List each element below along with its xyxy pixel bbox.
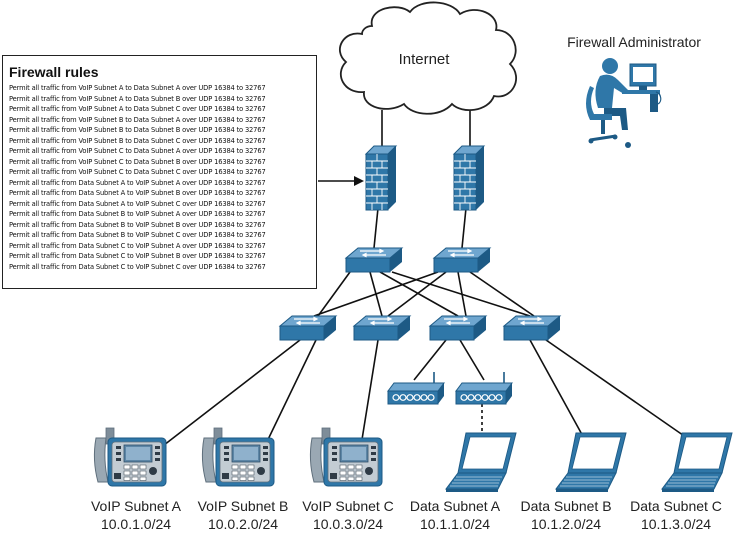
link-dist4-laptop-b (529, 339, 586, 441)
link-fw1-core1 (373, 207, 379, 249)
ip-phone-b-icon (201, 427, 275, 487)
internet-cloud-icon: Internet (339, 1, 517, 115)
subnet-network-voip-a: 10.0.1.0/24 (101, 516, 171, 532)
core-switch-1-icon (345, 247, 403, 273)
firewall-rule: Permit all traffic from Data Subnet B to… (9, 210, 266, 218)
link-fw2-core2 (461, 207, 467, 249)
firewall-2-icon (453, 145, 485, 211)
subnet-network-voip-c: 10.0.3.0/24 (313, 516, 383, 532)
link-dist1-phone-b (261, 339, 317, 453)
firewall-rule: Permit all traffic from VoIP Subnet A to… (9, 84, 266, 92)
internet-label: Internet (399, 51, 451, 68)
link-core2-dist4 (469, 271, 535, 317)
firewall-rule: Permit all traffic from Data Subnet C to… (9, 252, 266, 260)
laptop-a-icon (445, 432, 517, 493)
firewall-rule: Permit all traffic from VoIP Subnet B to… (9, 126, 266, 134)
link-dist3-ap2 (459, 339, 485, 381)
access-switch-4-icon (503, 315, 561, 341)
subnet-network-data-c: 10.1.3.0/24 (641, 516, 711, 532)
access-switch-1-icon (279, 315, 337, 341)
ip-phone-c-icon (309, 427, 383, 487)
link-dist3-ap1 (413, 339, 447, 381)
administrator-label: Firewall Administrator (567, 34, 701, 50)
link-core2-dist2 (387, 271, 447, 317)
wireless-ap-2-icon (455, 372, 513, 405)
subnet-network-voip-b: 10.0.2.0/24 (208, 516, 278, 532)
link-dist2-phone-c (359, 339, 379, 453)
link-core2-dist1 (313, 271, 439, 317)
laptop-c-icon (661, 432, 733, 493)
firewall-rule: Permit all traffic from Data Subnet C to… (9, 241, 266, 250)
firewall-rule: Permit all traffic from VoIP Subnet A to… (9, 105, 266, 113)
firewall-rule: Permit all traffic from Data Subnet A to… (9, 199, 266, 208)
subnet-label-voip-c: VoIP Subnet C (302, 498, 394, 514)
firewall-rule: Permit all traffic from VoIP Subnet C to… (9, 168, 266, 176)
link-core2-dist3 (457, 271, 467, 317)
firewall-rule: Permit all traffic from Data Subnet A to… (9, 189, 266, 197)
subnet-labels: VoIP Subnet A 10.0.1.0/24 VoIP Subnet B … (91, 498, 722, 532)
firewall-rule: Permit all traffic from Data Subnet A to… (9, 178, 266, 187)
subnet-label-voip-a: VoIP Subnet A (91, 498, 182, 514)
firewall-rules-box: Firewall rules Permit all traffic from V… (2, 55, 317, 289)
access-switch-3-icon (429, 315, 487, 341)
subnet-network-data-a: 10.1.1.0/24 (420, 516, 490, 532)
administrator-workstation-icon: Firewall Administrator (567, 34, 701, 148)
subnet-network-data-b: 10.1.2.0/24 (531, 516, 601, 532)
ip-phone-a-icon (93, 427, 167, 487)
access-switch-2-icon (353, 315, 411, 341)
subnet-label-data-a: Data Subnet A (410, 498, 501, 514)
laptop-b-icon (555, 432, 627, 493)
link-core1-dist3 (379, 271, 459, 317)
subnet-label-data-c: Data Subnet C (630, 498, 722, 514)
firewall-rule: Permit all traffic from VoIP Subnet C to… (9, 147, 266, 155)
network-links (154, 110, 691, 453)
firewall-rule: Permit all traffic from Data Subnet B to… (9, 231, 266, 239)
firewall-rules-title: Firewall rules (9, 64, 99, 80)
firewall-rule: Permit all traffic from Data Subnet B to… (9, 220, 266, 229)
firewall-rule: Permit all traffic from Data Subnet C to… (9, 262, 266, 271)
subnet-label-data-b: Data Subnet B (520, 498, 611, 514)
link-dist1-phone-a (154, 339, 301, 453)
firewall-1-icon (365, 145, 397, 211)
firewall-rule: Permit all traffic from VoIP Subnet A to… (9, 94, 266, 103)
core-switch-2-icon (433, 247, 491, 273)
link-dist4-laptop-c (545, 339, 691, 441)
firewall-rule: Permit all traffic from VoIP Subnet C to… (9, 157, 266, 166)
firewall-rule: Permit all traffic from VoIP Subnet B to… (9, 115, 266, 124)
wireless-ap-1-icon (387, 372, 445, 405)
rules-arrow (318, 176, 364, 186)
firewall-rule: Permit all traffic from VoIP Subnet B to… (9, 136, 266, 145)
subnet-label-voip-b: VoIP Subnet B (198, 498, 289, 514)
firewall-rules-list: Permit all traffic from VoIP Subnet A to… (9, 83, 310, 272)
link-core1-dist4 (391, 271, 531, 317)
link-core1-dist1 (317, 271, 351, 317)
